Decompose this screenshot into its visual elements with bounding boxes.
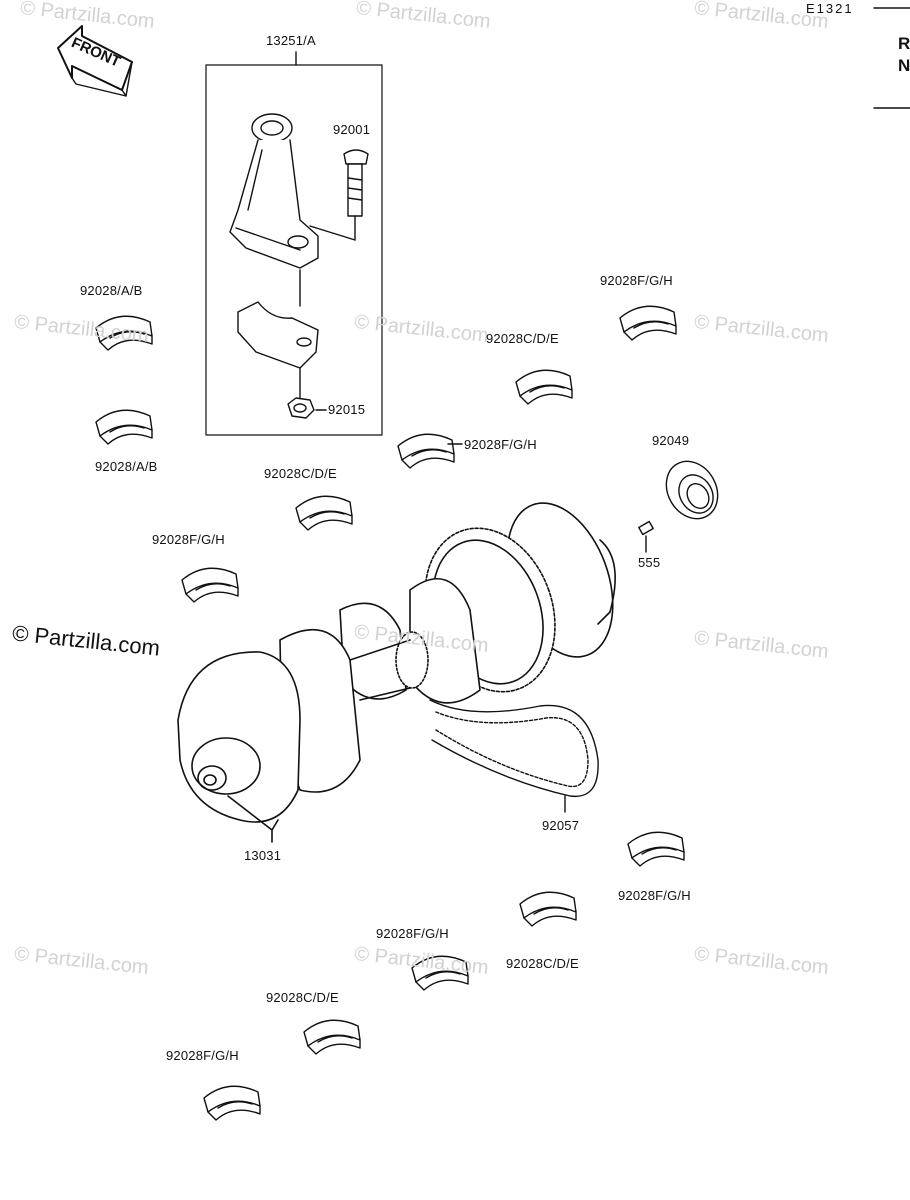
bearing-fgh-mid [397, 433, 455, 469]
label-bearing-fgh-bottom2: 92028F/G/H [166, 1048, 239, 1063]
label-bearing-fgh-right: 92028F/G/H [618, 888, 691, 903]
front-arrow-icon [57, 25, 133, 97]
label-bearing-fgh-left: 92028F/G/H [152, 532, 225, 547]
conn-rod-assy-box [205, 64, 383, 436]
bearing-cde-right [519, 891, 577, 927]
bearing-fgh-top [619, 305, 677, 341]
connecting-rod [229, 113, 319, 269]
label-bearing-fgh-top: 92028F/G/H [600, 273, 673, 288]
oil-seal-92049 [665, 460, 719, 520]
label-bearing-cde-bottom: 92028C/D/E [266, 990, 339, 1005]
bearing-cde-bottom [303, 1019, 361, 1055]
label-bearing-fgh-mid: 92028F/G/H [464, 437, 537, 452]
label-bearing-fgh-bottom1: 92028F/G/H [376, 926, 449, 941]
label-bearing-cde-right: 92028C/D/E [506, 956, 579, 971]
label-pin: 555 [638, 555, 661, 570]
bearing-fgh-left [181, 567, 239, 603]
bearing-fgh-right [627, 831, 685, 867]
label-bolt: 92001 [333, 122, 371, 137]
cam-chain-92057 [429, 699, 599, 813]
bearing-ab-2 [95, 409, 153, 445]
bolt-92001 [309, 149, 369, 241]
rod-cap [237, 269, 319, 401]
label-crankshaft: 13031 [244, 848, 282, 863]
label-conn-rod-assy: 13251/A [266, 33, 316, 48]
label-oil-seal: 92049 [652, 433, 690, 448]
label-bearing-cde-left: 92028C/D/E [264, 466, 337, 481]
bearing-cde-top [515, 369, 573, 405]
label-chain: 92057 [542, 818, 580, 833]
bearing-cde-left [295, 495, 353, 531]
label-nut: 92015 [328, 402, 366, 417]
header-cut-text-1: R [898, 34, 910, 53]
pin-555 [638, 520, 654, 553]
label-bearing-cde-top: 92028C/D/E [486, 331, 559, 346]
diagram-code: E1321 [806, 1, 854, 16]
bearing-fgh-bottom2 [203, 1085, 261, 1121]
crankshaft [177, 502, 616, 843]
header-cut-text-2: N [898, 56, 910, 75]
nut-92015 [287, 397, 327, 419]
label-bearing-ab-2: 92028/A/B [95, 459, 158, 474]
label-bearing-ab-1: 92028/A/B [80, 283, 143, 298]
